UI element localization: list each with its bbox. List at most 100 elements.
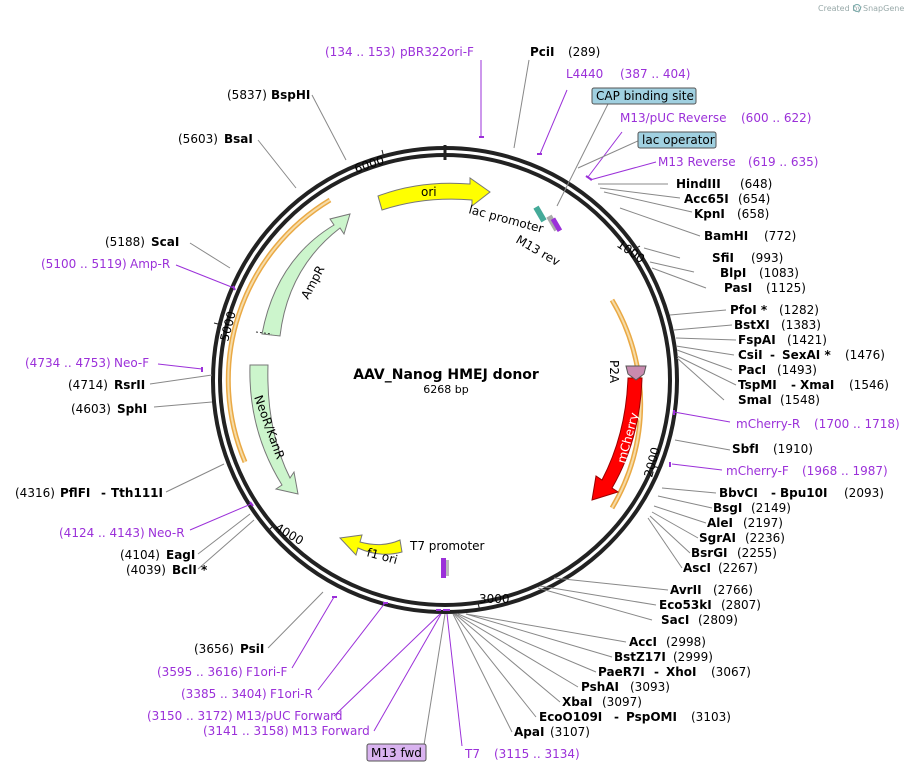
site-bstz17i-name: BstZ17I — [614, 650, 666, 664]
site-alei-name: AleI — [707, 516, 733, 530]
site-rsrii-pos: (4714) — [68, 378, 108, 392]
site-bbvci-dash: - — [771, 486, 776, 500]
site-hindiii-pos: (648) — [740, 177, 772, 191]
site-bsphi-name: BspHI — [271, 88, 310, 102]
m13rev-label: M13 rev — [514, 232, 563, 268]
site-pflfi-pos: (4316) — [15, 486, 55, 500]
site-bsai-name: BsaI — [224, 132, 253, 146]
neokan-feature: NeoR/KanR — [249, 364, 299, 495]
site-eagi-pos: (4104) — [120, 548, 160, 562]
mcherry-feature: mCherry — [591, 377, 643, 501]
site-rsrii-name: RsrII — [114, 378, 145, 392]
tick-3000: 3000 — [479, 592, 510, 606]
site-paer7i-dash: - — [654, 665, 659, 679]
primer-mcherry-r-name: mCherry-R — [736, 417, 800, 431]
site-acci-name: AccI — [629, 635, 657, 649]
site-smai-name: SmaI — [738, 393, 772, 407]
site-bamhi-pos: (772) — [764, 229, 796, 243]
site-asci-pos: (2267) — [718, 561, 758, 575]
site-sbfi-name: SbfI — [732, 442, 759, 456]
site-sexai-name: SexAI * — [782, 348, 831, 362]
site-tspmi-dash: - — [791, 378, 796, 392]
primer-mcherry-r-range: (1700 .. 1718) — [814, 417, 900, 431]
site-sgrai-name: SgrAI — [699, 531, 736, 545]
site-fspai-name: FspAI — [738, 333, 776, 347]
site-asci-name: AscI — [683, 561, 711, 575]
site-saci-pos: (2809) — [698, 613, 738, 627]
site-paer7i-name: PaeR7I — [598, 665, 645, 679]
enzyme-leader-lines — [149, 59, 737, 746]
site-xhoi-name: XhoI — [666, 665, 697, 679]
site-sbfi-pos: (1910) — [773, 442, 813, 456]
p2a-label: P2A — [607, 360, 621, 384]
tick-2000: 2000 — [641, 446, 662, 479]
primer-f1ori-r-name: F1ori-R — [270, 687, 313, 701]
tick-6000: 6000 — [353, 153, 386, 176]
site-bsrgi-pos: (2255) — [737, 546, 777, 560]
site-fspai-pos: (1421) — [787, 333, 827, 347]
primer-pbr322ori-f-name: pBR322ori-F — [400, 45, 474, 59]
primer-f1ori-f-name: F1ori-F — [246, 665, 287, 679]
primer-amp-r-name: Amp-R — [130, 257, 170, 271]
site-kpni-pos: (658) — [737, 207, 769, 221]
site-bsgi-pos: (2149) — [751, 501, 791, 515]
site-eco53ki-pos: (2807) — [721, 598, 761, 612]
primer-neo-r-range: (4124 .. 4143) — [59, 526, 145, 540]
site-eagi-name: EagI — [166, 548, 195, 562]
cap-binding-site-box: CAP binding site — [591, 87, 697, 105]
site-ecoo109i-pos: (3103) — [691, 710, 731, 724]
feature-leader-lines — [556, 103, 641, 207]
primer-m13puc-fwd-range: (3150 .. 3172) — [147, 709, 233, 723]
site-csii-pos: (1476) — [845, 348, 885, 362]
site-pfoi-name: PfoI * — [730, 303, 768, 317]
site-pshai-pos: (3093) — [630, 680, 670, 694]
site-apai-pos: (3107) — [550, 725, 590, 739]
site-acci-pos: (2998) — [666, 635, 706, 649]
homology-arm-arcs — [225, 197, 644, 510]
site-smai-pos: (1548) — [780, 393, 820, 407]
primer-pbr322ori-f-range: (134 .. 153) — [325, 45, 395, 59]
site-pcii-name: PciI — [530, 45, 555, 59]
primer-m13puc-fwd-name: M13/pUC Forward — [236, 709, 343, 723]
site-bsgi-name: BsgI — [713, 501, 742, 515]
lac-operator-box: lac operator — [637, 131, 717, 149]
site-bsphi-pos: (5837) — [227, 88, 267, 102]
primer-m13-rev-range: (619 .. 635) — [748, 155, 818, 169]
primer-l4440-name: L4440 — [566, 67, 603, 81]
site-pshai-name: PshAI — [581, 680, 619, 694]
site-apai-name: ApaI — [514, 725, 544, 739]
t7-region-features: T7 promoter — [409, 539, 485, 578]
site-bsai-pos: (5603) — [178, 132, 218, 146]
site-bbvci-name: BbvCI — [719, 486, 758, 500]
m13-fwd-label: M13 fwd — [371, 746, 422, 760]
site-eco53ki-name: Eco53kI — [659, 598, 712, 612]
site-ecoo109i-name: EcoO109I — [539, 710, 602, 724]
primer-leader-lines — [157, 60, 731, 747]
primer-m13-fwd-name: M13 Forward — [292, 724, 370, 738]
site-bstz17i-pos: (2999) — [673, 650, 713, 664]
cap-binding-site-label: CAP binding site — [596, 89, 694, 103]
ampr-feature: AmpR — [255, 213, 351, 337]
site-scai-pos: (5188) — [105, 235, 145, 249]
site-pflfi-dash: - — [101, 486, 106, 500]
site-bsrgi-name: BsrGI — [691, 546, 728, 560]
site-blpi-name: BlpI — [720, 266, 746, 280]
site-sfii-pos: (993) — [751, 251, 783, 265]
site-saci-name: SacI — [661, 613, 689, 627]
site-psii-name: PsiI — [240, 642, 264, 656]
primer-m13-fwd-range: (3141 .. 3158) — [203, 724, 289, 738]
site-xbai-pos: (3097) — [602, 695, 642, 709]
watermark-created-by: Created by — [818, 4, 862, 13]
site-tth111i-name: Tth111I — [111, 486, 163, 500]
site-ecoo109i-dash: - — [614, 710, 619, 724]
site-bstxi-name: BstXI — [734, 318, 770, 332]
primer-t7-range: (3115 .. 3134) — [494, 747, 580, 761]
bp-ticks — [213, 149, 661, 612]
site-bbvci-pos: (2093) — [844, 486, 884, 500]
site-pcii-pos: (289) — [568, 45, 600, 59]
ori-label: ori — [421, 185, 437, 199]
lac-promoter-label: lac promoter — [467, 202, 545, 235]
site-bstxi-pos: (1383) — [781, 318, 821, 332]
site-hindiii-name: HindIII — [676, 177, 721, 191]
